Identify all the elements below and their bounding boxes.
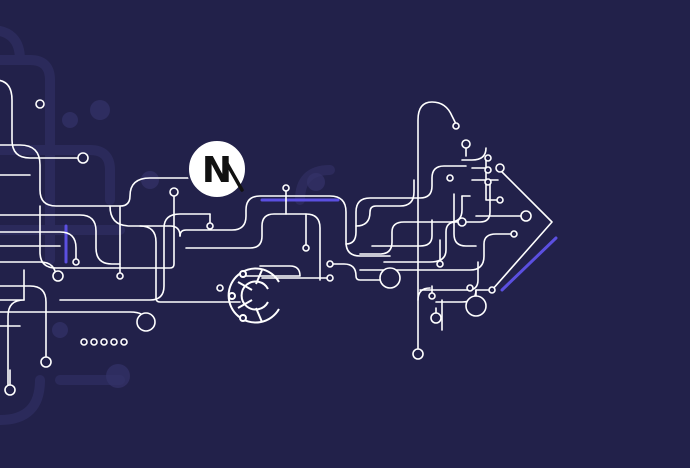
logo-letter: N: [202, 150, 232, 191]
circuit-nodes: [4, 99, 532, 396]
nextjs-logo-icon: N: [187, 139, 247, 199]
accent-lines: [64, 198, 558, 292]
c-ring-logo-icon: [227, 267, 280, 324]
background-dots: [52, 100, 325, 388]
